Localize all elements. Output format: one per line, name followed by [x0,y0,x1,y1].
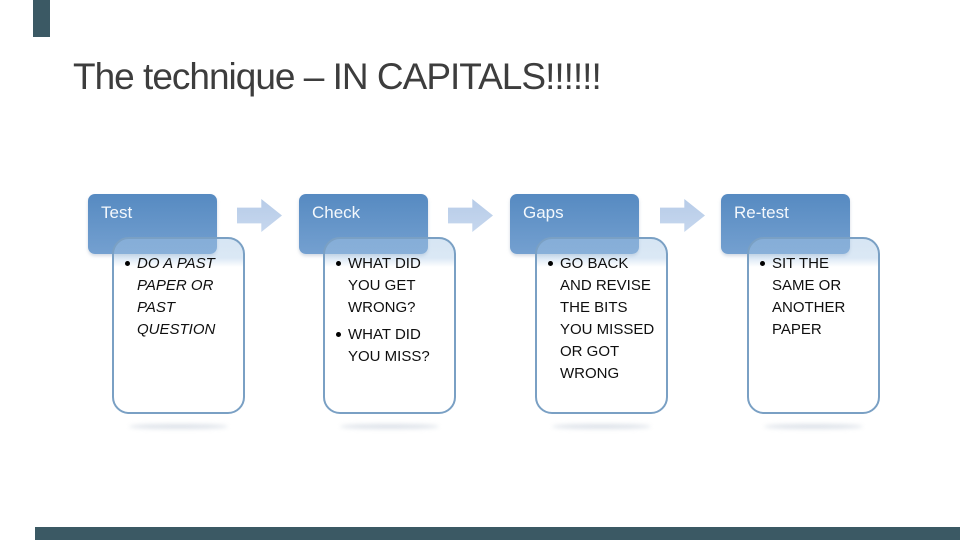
theme-accent-bar-top-left [33,0,50,37]
bullet-list: WHAT DID YOU GET WRONG? WHAT DID YOU MIS… [325,239,454,368]
bullet-item: SIT THE SAME OR ANOTHER PAPER [759,253,868,341]
bullet-text: SIT THE SAME OR ANOTHER PAPER [772,255,846,338]
bullet-list: SIT THE SAME OR ANOTHER PAPER [749,239,878,341]
step-card-retest: SIT THE SAME OR ANOTHER PAPER [747,237,880,414]
bullet-text: WHAT DID YOU MISS? [348,326,430,365]
bullet-text: GO BACK AND REVISE THE BITS YOU MISSED O… [560,255,655,382]
theme-accent-bar-bottom [35,527,960,540]
step-card-check: WHAT DID YOU GET WRONG? WHAT DID YOU MIS… [323,237,456,414]
bullet-item: DO A PAST PAPER OR PAST QUESTION [124,253,233,341]
bullet-item: WHAT DID YOU GET WRONG? [335,253,444,319]
step-label: Re-test [734,203,789,222]
step-label: Test [101,203,133,222]
bullet-item: WHAT DID YOU MISS? [335,324,444,368]
step-label: Gaps [523,203,564,222]
step-card-gaps: GO BACK AND REVISE THE BITS YOU MISSED O… [535,237,668,414]
bullet-list: DO A PAST PAPER OR PAST QUESTION [114,239,243,341]
bullet-text: DO A PAST PAPER OR PAST QUESTION [137,255,216,338]
arrow-right-icon [448,199,493,232]
arrow-right-icon [237,199,282,232]
step-label: Check [312,203,361,222]
bullet-item: GO BACK AND REVISE THE BITS YOU MISSED O… [547,253,656,385]
bullet-text: WHAT DID YOU GET WRONG? [348,255,421,316]
arrow-right-icon [660,199,705,232]
bullet-list: GO BACK AND REVISE THE BITS YOU MISSED O… [537,239,666,385]
step-card-test: DO A PAST PAPER OR PAST QUESTION [112,237,245,414]
slide-title: The technique – IN CAPITALS!!!!!! [73,56,602,97]
